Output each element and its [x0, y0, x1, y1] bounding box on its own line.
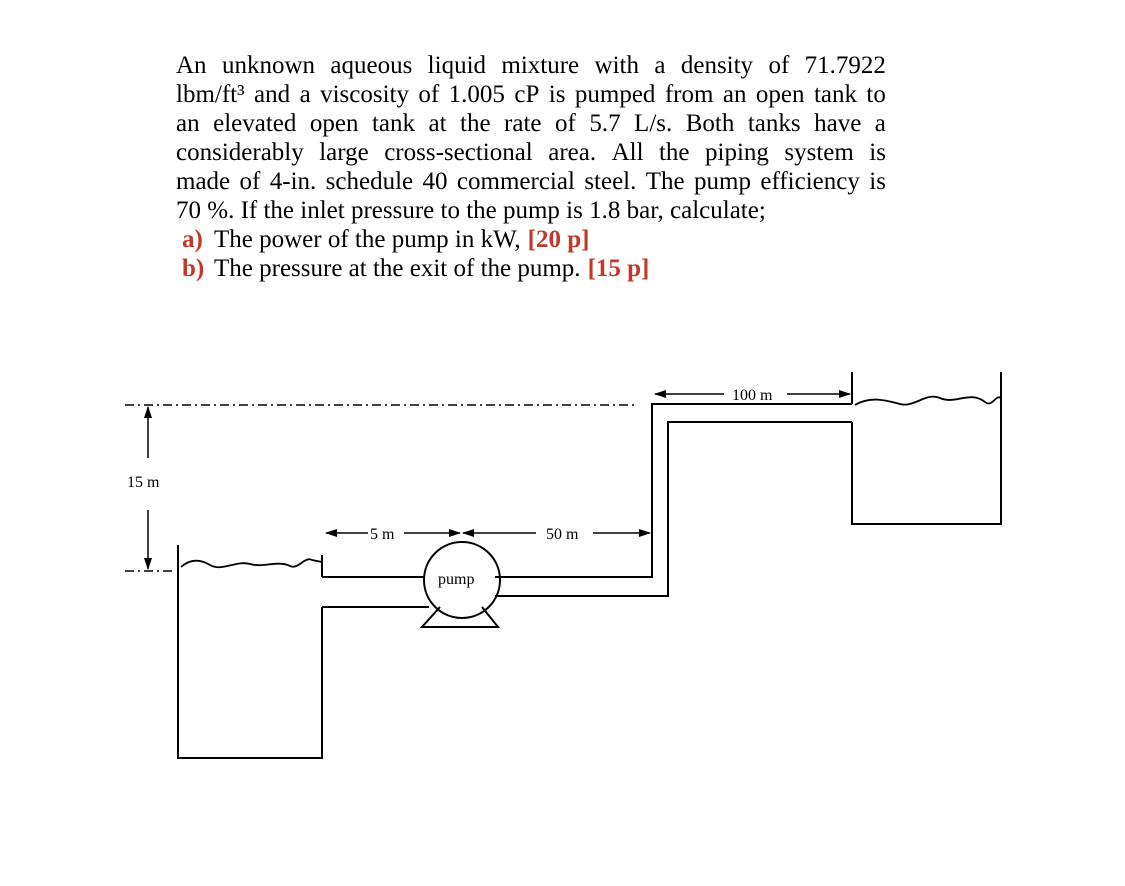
seg2-label: 50 m: [546, 526, 579, 543]
supply-tank-liquid-surface: [180, 558, 323, 569]
question-b-text: The pressure at the exit of the pump.: [214, 255, 581, 282]
question-b: b) The pressure at the exit of the pump.…: [182, 254, 886, 283]
question-a: a) The power of the pump in kW, [20 p]: [182, 225, 886, 254]
discharge-pipe-outer: [495, 403, 852, 578]
question-a-text: The power of the pump in kW,: [214, 226, 521, 253]
question-b-points: [15 p]: [587, 255, 650, 282]
seg3-label: 100 m: [732, 387, 773, 404]
discharge-pipe-inner: [495, 421, 852, 597]
pump-label: pump: [438, 571, 474, 588]
question-a-letter: a): [182, 226, 203, 253]
pump-body: [423, 541, 501, 619]
seg1-label: 5 m: [370, 526, 395, 543]
question-b-letter: b): [182, 255, 205, 282]
problem-line-6: 70 %. If the inlet pressure to the pump …: [176, 197, 766, 224]
supply-tank: [177, 545, 323, 759]
receiving-tank-liquid-surface: [854, 395, 1002, 406]
height-label: 15 m: [127, 474, 160, 491]
pump-base: [419, 606, 501, 628]
receiving-tank: [851, 372, 1002, 525]
question-a-points: [20 p]: [527, 226, 590, 253]
